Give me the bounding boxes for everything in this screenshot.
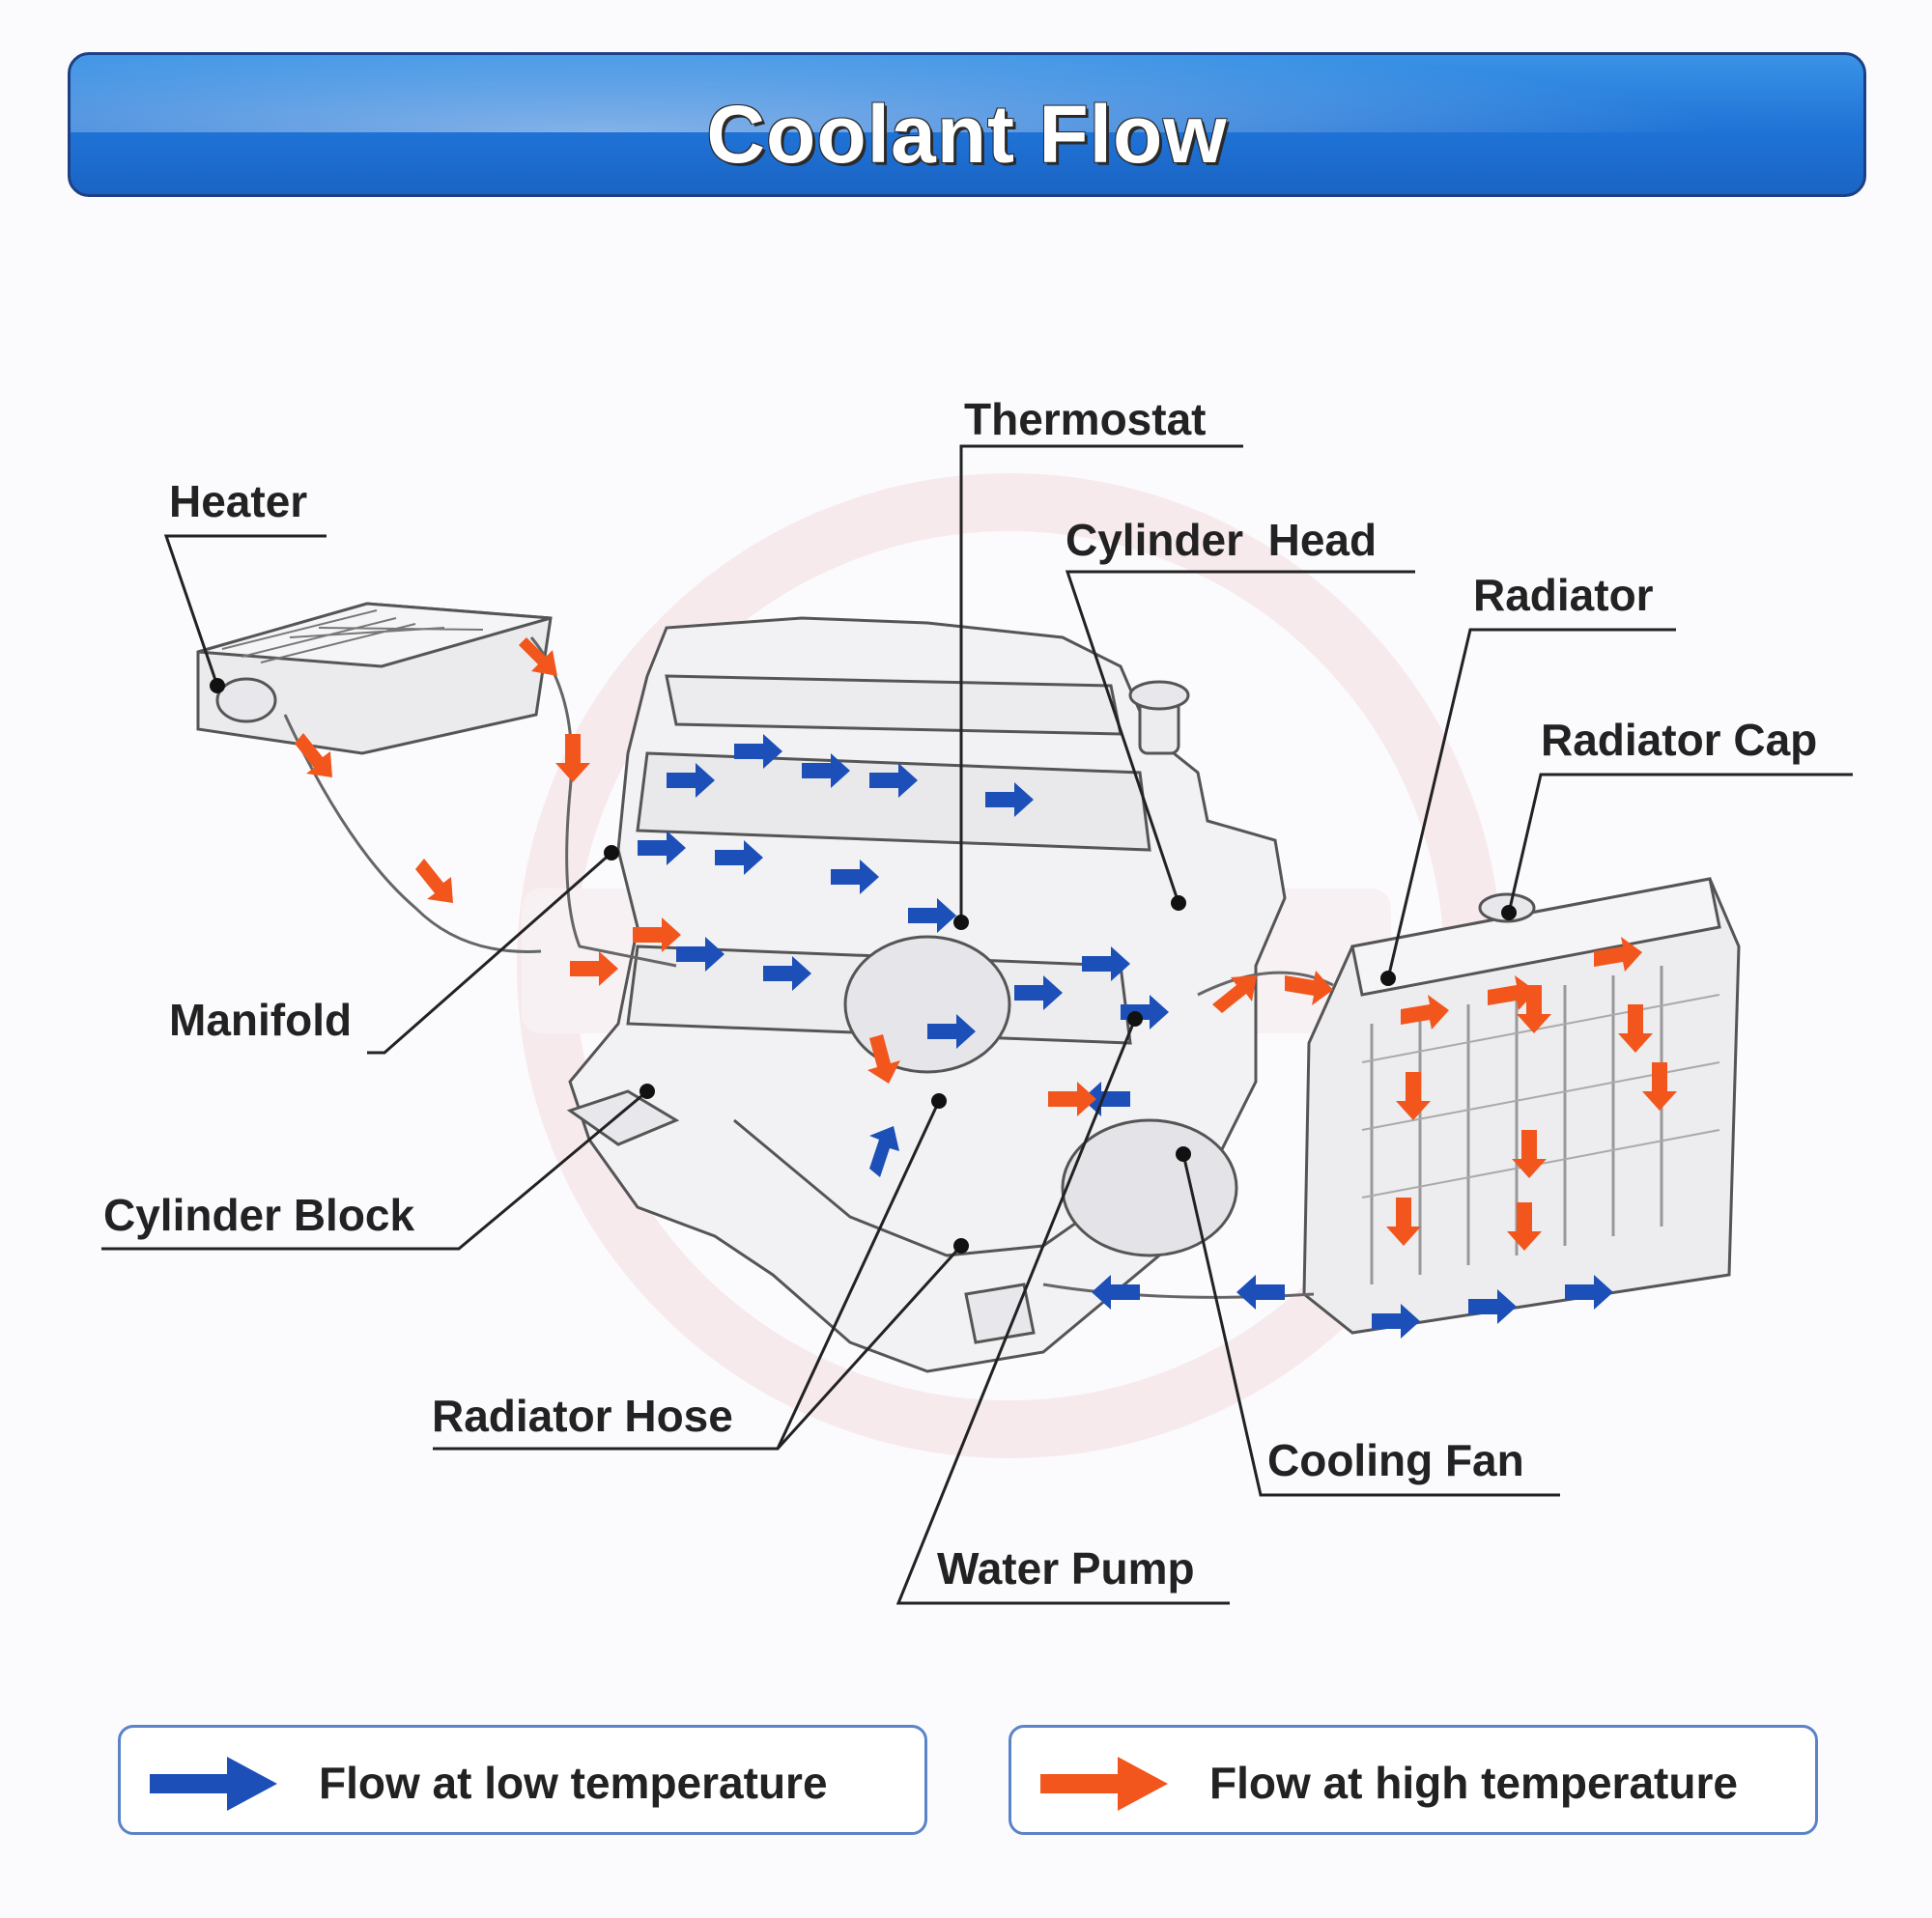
legend-low-text: Flow at low temperature	[319, 1758, 828, 1808]
leader-radiator	[1386, 628, 1676, 979]
label-cylinder-head: Cylinder Head	[1065, 515, 1377, 565]
dot-radiator	[1380, 971, 1396, 986]
label-thermostat: Thermostat	[964, 394, 1206, 444]
label-cooling-fan: Cooling Fan	[1267, 1435, 1524, 1485]
blue-arrow	[763, 956, 811, 991]
blue-arrow	[1014, 975, 1063, 1010]
blue-arrow	[1372, 1304, 1420, 1339]
orange-arrow	[570, 951, 618, 986]
orange-arrow	[519, 637, 557, 676]
orange-arrow	[295, 733, 332, 777]
label-radiator: Radiator	[1473, 570, 1654, 620]
heater-core	[196, 602, 553, 755]
blue-arrow	[1092, 1275, 1140, 1310]
blue-arrow	[869, 763, 918, 798]
blue-arrow	[1082, 946, 1130, 981]
label-manifold: Manifold	[169, 995, 352, 1045]
dot-heater	[210, 678, 225, 693]
high-temp-flow-arrows	[295, 637, 1677, 1251]
dot-radiator-hose-2	[953, 1238, 969, 1254]
dot-manifold	[604, 845, 619, 860]
blue-arrow	[1121, 995, 1169, 1030]
legend-high-text: Flow at high temperature	[1209, 1758, 1738, 1808]
blue-arrow-icon	[150, 1757, 277, 1811]
orange-arrow	[1401, 995, 1449, 1030]
leader-radiator-cap	[1507, 773, 1853, 914]
orange-arrow	[1285, 971, 1333, 1005]
blue-arrow	[802, 753, 850, 788]
orange-arrow	[1488, 975, 1536, 1010]
dot-radiator-cap	[1501, 905, 1517, 920]
orange-arrow-icon	[1040, 1757, 1168, 1811]
blue-arrow	[1468, 1289, 1517, 1324]
orange-arrow	[555, 734, 590, 782]
radiator	[1302, 877, 1741, 1335]
blue-arrow	[1082, 1082, 1130, 1116]
banner-sheen	[71, 55, 1863, 132]
orange-arrow	[415, 859, 453, 903]
orange-arrow	[1396, 1072, 1431, 1120]
low-temp-flow-arrows	[638, 734, 1613, 1339]
orange-arrow	[1517, 985, 1551, 1033]
orange-arrow	[1642, 1062, 1677, 1111]
legend-high-temperature: Flow at high temperature	[1009, 1725, 1818, 1835]
blue-arrow	[734, 734, 782, 769]
leader-thermostat	[959, 444, 1243, 922]
orange-arrow	[633, 917, 681, 952]
label-radiator-cap: Radiator Cap	[1541, 715, 1817, 765]
leader-cooling-fan	[1181, 1153, 1560, 1497]
blue-arrow	[831, 860, 879, 894]
component-labels: Thermostat Heater Cylinder Head Radiator…	[103, 394, 1817, 1594]
blue-arrow	[715, 840, 763, 875]
pointer-dots	[210, 678, 1517, 1254]
blue-arrow	[1236, 1275, 1285, 1310]
blue-arrow	[638, 831, 686, 865]
orange-arrow	[1386, 1198, 1421, 1246]
title-banner: Coolant Flow	[68, 52, 1866, 197]
blue-arrow	[908, 898, 956, 933]
label-water-pump: Water Pump	[937, 1543, 1195, 1594]
leader-lines	[101, 444, 1853, 1605]
label-radiator-hose: Radiator Hose	[432, 1391, 733, 1441]
orange-arrow	[1594, 937, 1642, 972]
blue-arrow	[869, 1126, 899, 1177]
dot-thermostat	[953, 915, 969, 930]
leader-cylinder-head	[1065, 570, 1415, 904]
orange-arrow	[1048, 1082, 1096, 1116]
blue-arrow	[667, 763, 715, 798]
leader-radiator-hose-2	[776, 1244, 963, 1451]
dot-cooling-fan	[1176, 1146, 1191, 1162]
blue-arrow	[927, 1014, 976, 1049]
orange-arrow	[1212, 975, 1257, 1013]
dot-water-pump	[1127, 1011, 1143, 1027]
label-cylinder-block: Cylinder Block	[103, 1190, 415, 1240]
page-title: Coolant Flow	[706, 89, 1228, 180]
leader-manifold	[367, 851, 612, 1055]
dot-cylinder-head	[1171, 895, 1186, 911]
orange-arrow	[867, 1034, 900, 1084]
leader-cylinder-block	[101, 1089, 648, 1251]
orange-arrow	[1512, 1130, 1547, 1178]
leader-water-pump	[895, 1018, 1230, 1605]
blue-arrow	[1565, 1275, 1613, 1310]
label-heater: Heater	[169, 476, 307, 526]
legend-low-temperature: Flow at low temperature	[118, 1725, 927, 1835]
orange-arrow	[1507, 1202, 1542, 1251]
dot-cylinder-block	[639, 1084, 655, 1099]
orange-arrow	[1618, 1004, 1653, 1053]
leader-heater	[163, 534, 327, 687]
dot-radiator-hose-1	[931, 1093, 947, 1109]
engine-illustration	[566, 616, 1287, 1373]
blue-arrow	[676, 937, 724, 972]
blue-arrow	[985, 782, 1034, 817]
